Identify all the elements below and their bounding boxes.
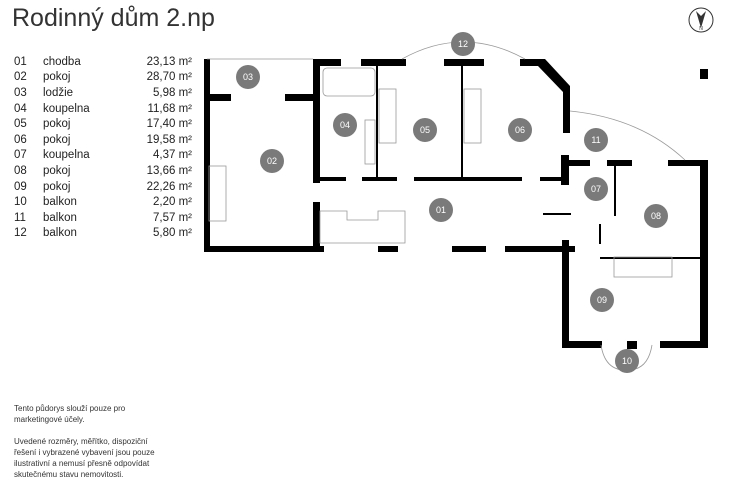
room-markers: 01 02 03 04 05 06 07 08 09 10 11 12 (236, 32, 668, 373)
room-area: 19,58 m² (146, 133, 192, 146)
room-marker-label: 02 (267, 156, 277, 166)
room-area: 23,13 m² (146, 55, 192, 68)
legend-row: 01 chodba 23,13 m² (14, 54, 192, 70)
marker-square (700, 69, 708, 79)
legend-row: 04 koupelna 11,68 m² (14, 101, 192, 117)
room-number: 08 (14, 164, 27, 177)
room-marker-08 (644, 204, 668, 228)
compass: N (688, 7, 714, 33)
room-number: 06 (14, 133, 27, 146)
legend-row: 10 balkon 2,20 m² (14, 194, 192, 210)
room-marker-06 (508, 118, 532, 142)
room-marker-label: 01 (436, 205, 446, 215)
room-name: pokoj (43, 71, 71, 84)
legend-row: 02 pokoj 28,70 m² (14, 70, 192, 86)
legend-row: 08 pokoj 13,66 m² (14, 163, 192, 179)
room-name: balkon (43, 211, 77, 224)
room-marker-label: 09 (597, 295, 607, 305)
disclaimer-marketing: Tento půdorys slouží pouze pro marketing… (14, 404, 126, 424)
room-area: 11,68 m² (147, 102, 192, 115)
room-number: 02 (14, 71, 27, 84)
room-area: 2,20 m² (153, 196, 192, 209)
room-number: 10 (14, 196, 27, 209)
room-marker-09 (590, 288, 614, 312)
compass-label: N (699, 26, 703, 32)
room-number: 03 (14, 86, 27, 99)
room-area: 17,40 m² (146, 118, 192, 131)
room-area: 22,26 m² (146, 180, 192, 193)
room-marker-label: 03 (243, 72, 253, 82)
room-marker-label: 04 (340, 120, 350, 130)
room-name: pokoj (43, 118, 71, 131)
room-number: 05 (14, 118, 27, 131)
room-number: 07 (14, 149, 27, 162)
room-marker-07 (584, 177, 608, 201)
compass-arrow-icon (696, 11, 706, 28)
room-name: lodžie (43, 86, 74, 99)
room-area: 28,70 m² (146, 71, 192, 84)
room-area: 13,66 m² (146, 164, 192, 177)
room-name: pokoj (43, 180, 71, 193)
room-marker-label: 06 (515, 125, 525, 135)
legend-row: 12 balkon 5,80 m² (14, 226, 192, 242)
room-number: 09 (14, 180, 27, 193)
room-marker-03 (236, 65, 260, 89)
room-area: 4,37 m² (153, 149, 192, 162)
walls (204, 59, 708, 349)
room-name: pokoj (43, 133, 71, 146)
legend-row: 09 pokoj 22,26 m² (14, 179, 192, 195)
legend-row: 07 koupelna 4,37 m² (14, 148, 192, 164)
room-name: koupelna (43, 149, 90, 162)
legend-row: 06 pokoj 19,58 m² (14, 132, 192, 148)
room-marker-label: 11 (591, 135, 600, 145)
disclaimer-dimensions: Uvedené rozměry, měřítko, dispoziční řeš… (14, 437, 155, 479)
room-number: 11 (14, 211, 26, 224)
room-marker-01 (429, 198, 453, 222)
room-name: balkon (43, 227, 77, 240)
room-name: pokoj (43, 164, 71, 177)
room-marker-05 (413, 118, 437, 142)
room-legend: 01 chodba 23,13 m² 02 pokoj 28,70 m² 03 lodžie 5… (14, 54, 192, 241)
room-marker-label: 07 (591, 184, 601, 194)
legend-row: 11 balkon 7,57 m² (14, 210, 192, 226)
room-marker-04 (333, 113, 357, 137)
room-marker-02 (260, 149, 284, 173)
room-name: chodba (43, 55, 81, 68)
room-marker-10 (615, 349, 639, 373)
page-title: Rodinný dům 2.np (12, 4, 215, 32)
room-name: koupelna (43, 102, 90, 115)
room-number: 12 (14, 227, 27, 240)
room-marker-label: 10 (622, 356, 632, 366)
room-marker-12 (451, 32, 475, 56)
room-marker-11 (584, 128, 608, 152)
room-name: balkon (43, 196, 77, 209)
room-marker-label: 05 (420, 125, 430, 135)
room-marker-label: 08 (651, 211, 661, 221)
legend-row: 05 pokoj 17,40 m² (14, 116, 192, 132)
room-number: 04 (14, 102, 27, 115)
legend-row: 03 lodžie 5,98 m² (14, 85, 192, 101)
room-area: 7,57 m² (153, 211, 192, 224)
room-area: 5,98 m² (153, 86, 192, 99)
room-marker-label: 12 (458, 39, 468, 49)
room-area: 5,80 m² (153, 227, 192, 240)
room-number: 01 (14, 55, 27, 68)
